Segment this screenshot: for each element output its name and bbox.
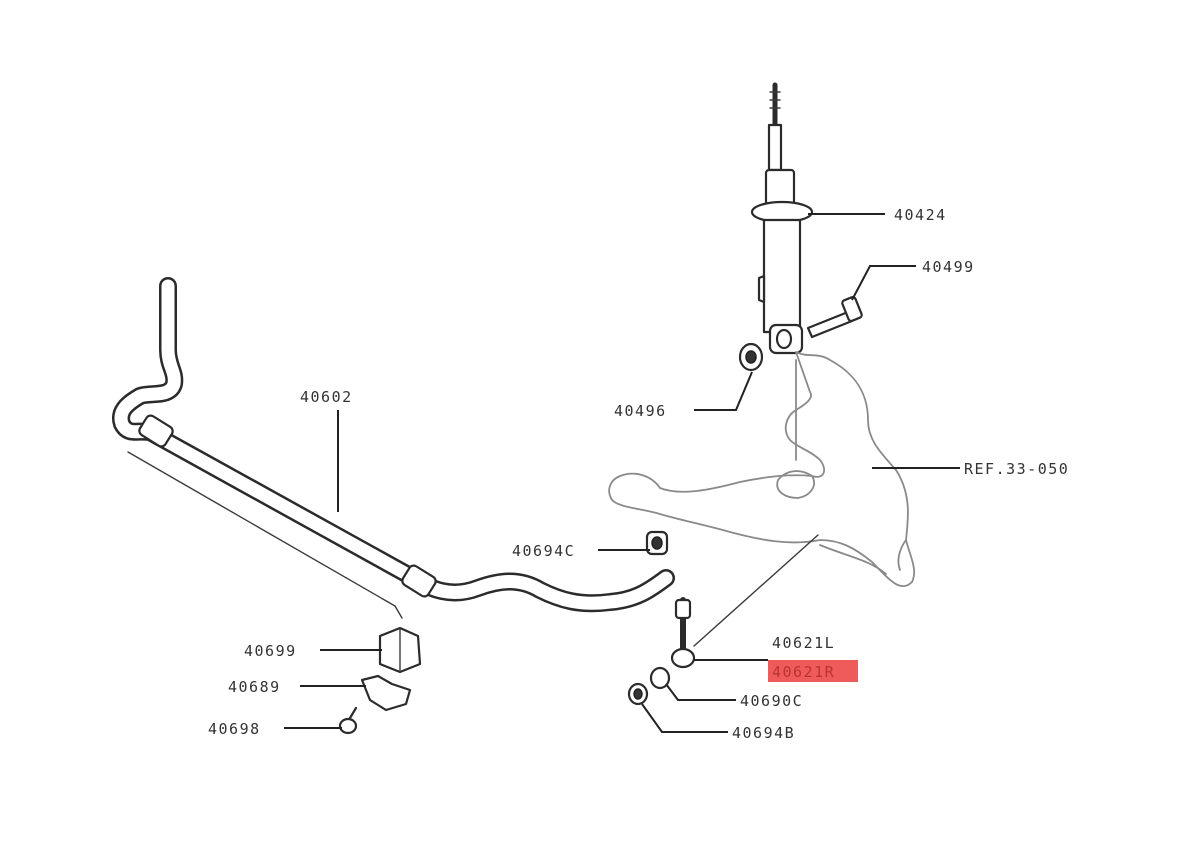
leader-lines: [284, 213, 960, 733]
stabilizer-link: [670, 534, 819, 669]
link-bushing-b: [627, 682, 649, 706]
bracket-40689: [360, 674, 412, 712]
steering-knuckle: [608, 351, 916, 588]
label-40499: 40499: [922, 258, 975, 276]
label-40689: 40689: [228, 678, 281, 696]
bolt-40698: [338, 706, 358, 735]
bushing-40699: [378, 626, 422, 674]
washer-40690c: [649, 666, 671, 690]
strut-bolt: [806, 295, 863, 339]
labels: 40424 40499 40496 40602 REF.33-050 40694…: [208, 206, 1069, 742]
nut: [738, 342, 764, 372]
label-40496: 40496: [614, 402, 667, 420]
label-40694c: 40694C: [512, 542, 575, 560]
label-40699: 40699: [244, 642, 297, 660]
label-40602: 40602: [300, 388, 353, 406]
label-40424: 40424: [894, 206, 947, 224]
label-40690c: 40690C: [740, 692, 803, 710]
highlight-40621r: [768, 660, 858, 682]
label-40698: 40698: [208, 720, 261, 738]
strut-assembly: [750, 82, 814, 355]
label-40694b: 40694B: [732, 724, 795, 742]
label-ref-33-050: REF.33-050: [964, 460, 1069, 478]
label-40621r: 40621R: [772, 663, 835, 681]
link-bushing-c: [645, 530, 669, 556]
stabilizer-bar: [112, 277, 675, 619]
label-40621l: 40621L: [772, 634, 835, 652]
